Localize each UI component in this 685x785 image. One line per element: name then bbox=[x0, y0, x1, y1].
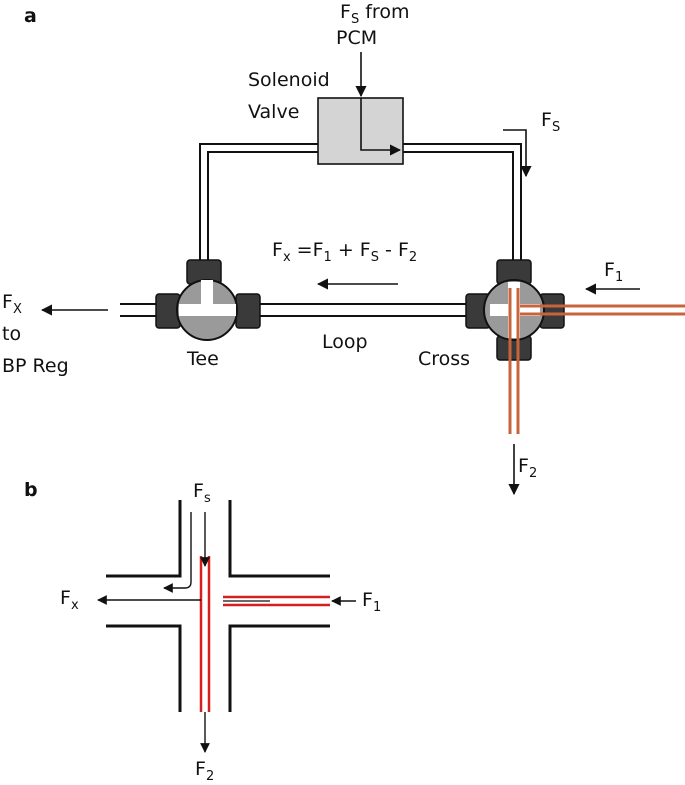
pcm-label: PCM bbox=[336, 27, 377, 49]
f2-b-label: F2 bbox=[195, 758, 214, 784]
equation-label: Fx =F1 + FS - F2 bbox=[272, 239, 417, 265]
cross-fitting bbox=[465, 259, 565, 361]
valve-flow-path bbox=[360, 98, 402, 156]
tee-fitting bbox=[155, 259, 261, 341]
fx-label: FX bbox=[2, 291, 22, 317]
fs-bent-flow bbox=[163, 512, 192, 593]
fs-b-label: Fs bbox=[193, 480, 211, 506]
cross-label: Cross bbox=[418, 348, 470, 370]
orange-tube-f1 bbox=[520, 304, 685, 316]
panel-b-label: b bbox=[24, 479, 38, 501]
right-tube bbox=[403, 143, 522, 262]
f1-b-label: F1 bbox=[362, 589, 381, 615]
fx-b-label: Fx bbox=[60, 587, 79, 613]
red-stream-horizontal bbox=[223, 595, 330, 607]
loop-label: Loop bbox=[322, 331, 368, 353]
tee-outlet-tube bbox=[120, 303, 160, 317]
tee-label: Tee bbox=[186, 348, 219, 370]
loop-tube bbox=[256, 303, 468, 317]
left-tube bbox=[199, 143, 318, 262]
valve-label: Valve bbox=[248, 101, 299, 123]
f2-label: F2 bbox=[518, 455, 537, 481]
panel-a-label: a bbox=[24, 5, 37, 27]
to-label: to bbox=[2, 323, 21, 345]
solenoid-label: Solenoid bbox=[248, 69, 330, 91]
red-stream-vertical bbox=[199, 556, 211, 712]
fs-right-arrow bbox=[503, 129, 532, 178]
bp-reg-label: BP Reg bbox=[2, 355, 69, 377]
cross-channel-walls bbox=[106, 500, 330, 712]
fs-right-label: FS bbox=[541, 109, 560, 135]
orange-tube-f2 bbox=[508, 288, 520, 434]
fs-from-label: FS from bbox=[340, 1, 409, 27]
f1-label: F1 bbox=[604, 259, 623, 285]
